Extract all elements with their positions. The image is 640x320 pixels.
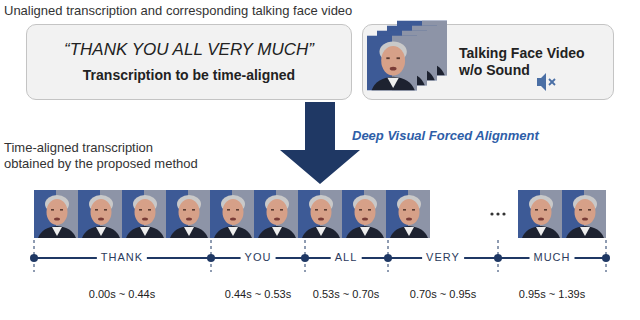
word-label: VERY: [422, 251, 464, 264]
ellipsis-dots: [490, 212, 505, 215]
muted-speaker-icon: [537, 73, 555, 91]
boundary-dashes: [34, 240, 606, 272]
word-label: YOU: [241, 251, 276, 264]
box-caption: Talking Face Video w/o Sound: [459, 45, 595, 79]
video-frames: [34, 190, 606, 238]
word-label: MUCH: [530, 251, 575, 264]
process-arrow: [280, 102, 360, 184]
time-range: 0.44s ~ 0.53s: [225, 288, 291, 301]
time-range: 0.53s ~ 0.70s: [313, 288, 379, 301]
box-caption: Transcription to be time-aligned: [83, 67, 295, 84]
method-label: Deep Visual Forced Alignment: [352, 128, 539, 144]
transcription-text: “THANK YOU ALL VERY MUCH”: [64, 40, 314, 60]
time-range: 0.95s ~ 1.39s: [519, 288, 585, 301]
transcription-box: “THANK YOU ALL VERY MUCH” Transcription t…: [26, 24, 352, 100]
time-range: 0.00s ~ 0.44s: [89, 288, 155, 301]
time-range: 0.70s ~ 0.95s: [410, 288, 476, 301]
word-label: ALL: [331, 251, 362, 264]
section-heading: Unaligned transcription and correspondin…: [4, 3, 352, 19]
section-heading: Time-aligned transcription obtained by t…: [4, 140, 204, 171]
video-box: Talking Face Video w/o Sound: [362, 24, 614, 100]
word-label: THANK: [97, 251, 147, 264]
